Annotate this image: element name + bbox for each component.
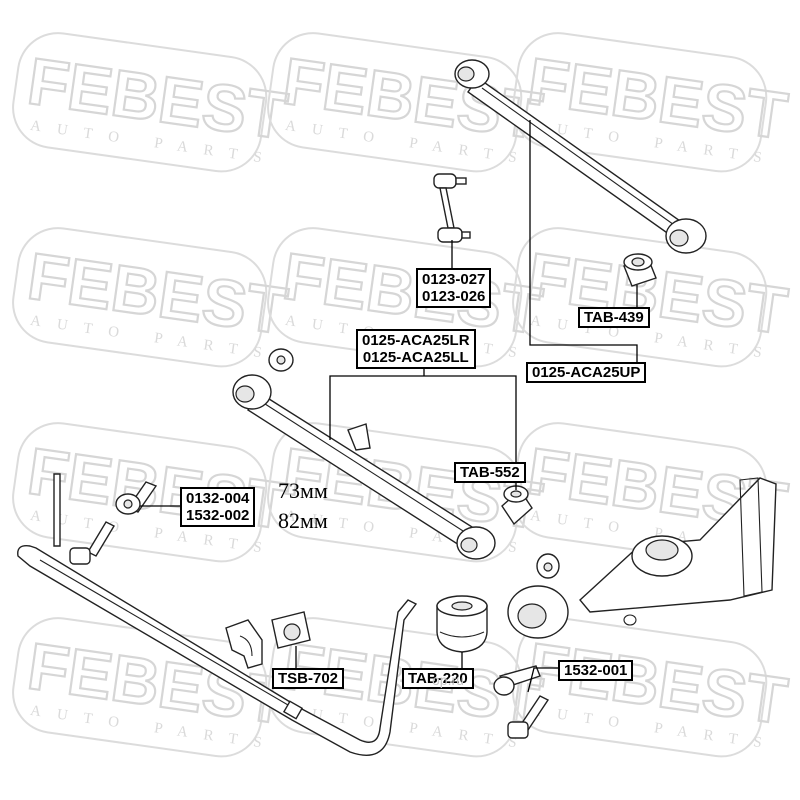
upper-control-arm — [454, 59, 707, 254]
label-arm-left: 0125-ACA25LL — [362, 349, 469, 366]
stabilizer-bushing — [271, 611, 311, 649]
stabilizer-link — [433, 173, 471, 243]
label-link-front: 0123-027 — [422, 271, 486, 288]
watermark-frame — [512, 227, 768, 368]
bolt-0132-004 — [115, 481, 158, 515]
bolt-upper-left — [69, 521, 115, 565]
watermark-frame — [12, 227, 268, 368]
label-bolt-0132: 0132-004 — [186, 490, 250, 507]
label-tab-552: TAB-552 — [454, 462, 526, 483]
bolt-lower-right — [507, 695, 550, 739]
label-stabilizer-link: 0123-027 0123-026 — [416, 268, 492, 308]
watermark-frame — [512, 617, 768, 758]
bushing-tab-552 — [501, 485, 533, 526]
watermark-frame — [12, 32, 268, 173]
bolt-1532-001 — [493, 665, 541, 696]
stabilizer-clamp — [225, 619, 263, 669]
leader-lines — [140, 120, 638, 693]
label-tab-439: TAB-439 — [578, 307, 650, 328]
label-upper-arm: 0125-ACA25UP — [526, 362, 647, 383]
label-link-rear: 0123-026 — [422, 288, 486, 305]
bushing-tab-439 — [623, 253, 657, 287]
label-bolt-group: 0132-004 1532-002 — [180, 487, 256, 527]
label-bolt-1532-001: 1532-001 — [558, 660, 634, 681]
watermark-footer: op.ru — [432, 672, 464, 688]
washer-small — [268, 348, 294, 372]
label-tab-220: TAB-220 — [402, 668, 474, 689]
watermark-frame — [512, 32, 768, 173]
label-arm-right: 0125-ACA25LR — [362, 332, 470, 349]
label-tsb-702: TSB-702 — [272, 668, 345, 689]
size-note-82: 82мм — [278, 508, 328, 533]
rear-knuckle — [507, 477, 777, 639]
lower-control-arm — [232, 374, 496, 560]
washer-knuckle — [536, 553, 560, 579]
size-note-73: 73мм — [278, 478, 328, 503]
watermark-frame — [12, 422, 268, 563]
stabilizer-bar — [17, 473, 418, 756]
bushing-tab-220 — [436, 595, 488, 653]
watermark-4: FEBEST AUTO PARTS — [12, 227, 293, 368]
label-bolt-1532-002: 1532-002 — [186, 507, 250, 524]
label-lower-arm: 0125-ACA25LR 0125-ACA25LL — [356, 329, 476, 369]
